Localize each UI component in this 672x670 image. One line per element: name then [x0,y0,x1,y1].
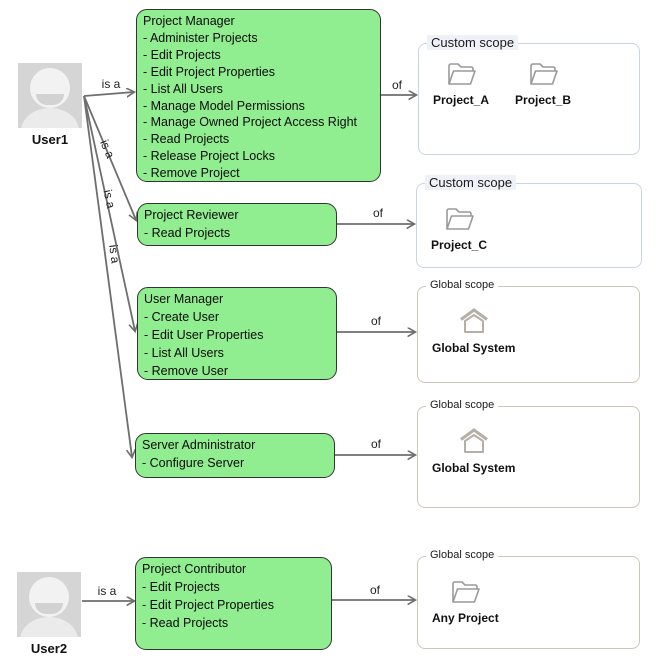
permission-line: - Manage Owned Project Access Right [143,115,357,130]
folder-icon [452,581,481,603]
scope-global-1[interactable]: Global scope Global System [417,279,640,383]
home-icon [459,308,488,333]
folder-icon [530,63,558,85]
is-a-label-2: is a [97,137,118,161]
permission-line: - Manage Model Permissions [143,98,305,113]
scope-item-any-project[interactable]: Any Project [432,576,499,625]
scope-item-label: Project_A [433,93,490,107]
scope-global-2[interactable]: Global scope Global System [417,399,640,508]
permission-line: - Edit Projects [142,580,220,594]
avatar-body-shape [20,617,78,637]
scope-custom-1[interactable]: Custom scope Project_A Project_B [418,35,640,155]
role-title: Project Contributor [142,562,247,576]
folder-icon [448,63,476,85]
scope-item-project-c[interactable]: Project_C [431,203,487,252]
permission-line: - Edit Project Properties [143,64,275,79]
user2-label: User2 [30,641,68,656]
scope-label: Custom scope [427,35,519,50]
scope-label: Custom scope [425,175,517,190]
scope-item-project-a[interactable]: Project_A [433,58,489,107]
role-project-contributor[interactable]: Project Contributor - Edit Projects - Ed… [135,557,332,650]
of-label-1: of [392,78,403,92]
permission-line: - Read Projects [144,226,231,240]
permission-line: - Edit Project Properties [142,598,274,612]
scope-item-label: Global System [432,341,516,355]
scope-item-project-b[interactable]: Project_B [515,58,571,107]
permission-line: - Remove User [144,364,229,378]
permission-line: - Remove Project [143,166,240,181]
permission-line: - Read Projects [143,132,230,147]
role-project-reviewer[interactable]: Project Reviewer - Read Projects [137,203,337,246]
scope-label: Global scope [426,549,499,561]
scope-label: Global scope [426,279,499,291]
scope-item-label: Global System [432,461,516,475]
scope-global-3[interactable]: Global scope Any Project [417,549,640,649]
scope-item-global-system[interactable]: Global System [432,306,515,355]
permission-line: - Release Project Locks [143,149,276,164]
of-label-2: of [373,206,384,220]
permission-line: - List All Users [143,81,223,96]
role-title: Project Manager [143,14,235,28]
avatar-head-shape [29,577,69,617]
avatar-body-shape [21,108,79,128]
permission-line: - Read Projects [142,616,229,630]
role-user-manager[interactable]: User Manager - Create User - Edit User P… [137,287,337,380]
of-label-3: of [371,314,382,328]
avatar-mouth-shape [36,94,64,105]
scope-item-label: Project_C [431,238,488,252]
is-a-label-3: is a [100,188,119,210]
folder-icon [446,208,474,230]
is-a-label-1: is a [101,77,121,91]
user1-label: User1 [31,132,69,147]
of-label-4: of [371,437,382,451]
permission-line: - Edit Projects [143,47,221,62]
is-a-arrow-1 [83,92,134,96]
permission-line: - Create User [144,310,220,324]
home-icon [459,428,488,453]
of-label-5: of [370,583,381,597]
scope-label: Global scope [426,399,499,411]
avatar-mouth-shape [35,603,63,614]
scope-item-global-system[interactable]: Global System [432,426,515,475]
role-title: Project Reviewer [144,208,239,222]
scope-item-label: Project_B [515,93,572,107]
is-a-label-4: is a [106,243,123,265]
scope-custom-2[interactable]: Custom scope Project_C [416,175,642,268]
permission-line: - Configure Server [142,456,245,470]
scope-item-label: Any Project [432,611,499,625]
is-a-arrow-3 [83,95,135,331]
role-title: User Manager [144,292,224,306]
role-title: Server Administrator [142,438,256,452]
permission-line: - Administer Projects [143,30,258,45]
permission-line: - List All Users [144,346,224,360]
user1-avatar[interactable] [18,63,82,128]
is-a-label-5: is a [97,584,117,598]
role-project-manager[interactable]: Project Manager - Administer Projects - … [136,9,381,182]
permission-line: - Edit User Properties [144,328,264,342]
user2-avatar[interactable] [17,572,81,637]
role-server-administrator[interactable]: Server Administrator - Configure Server [135,433,335,478]
avatar-head-shape [30,68,70,108]
